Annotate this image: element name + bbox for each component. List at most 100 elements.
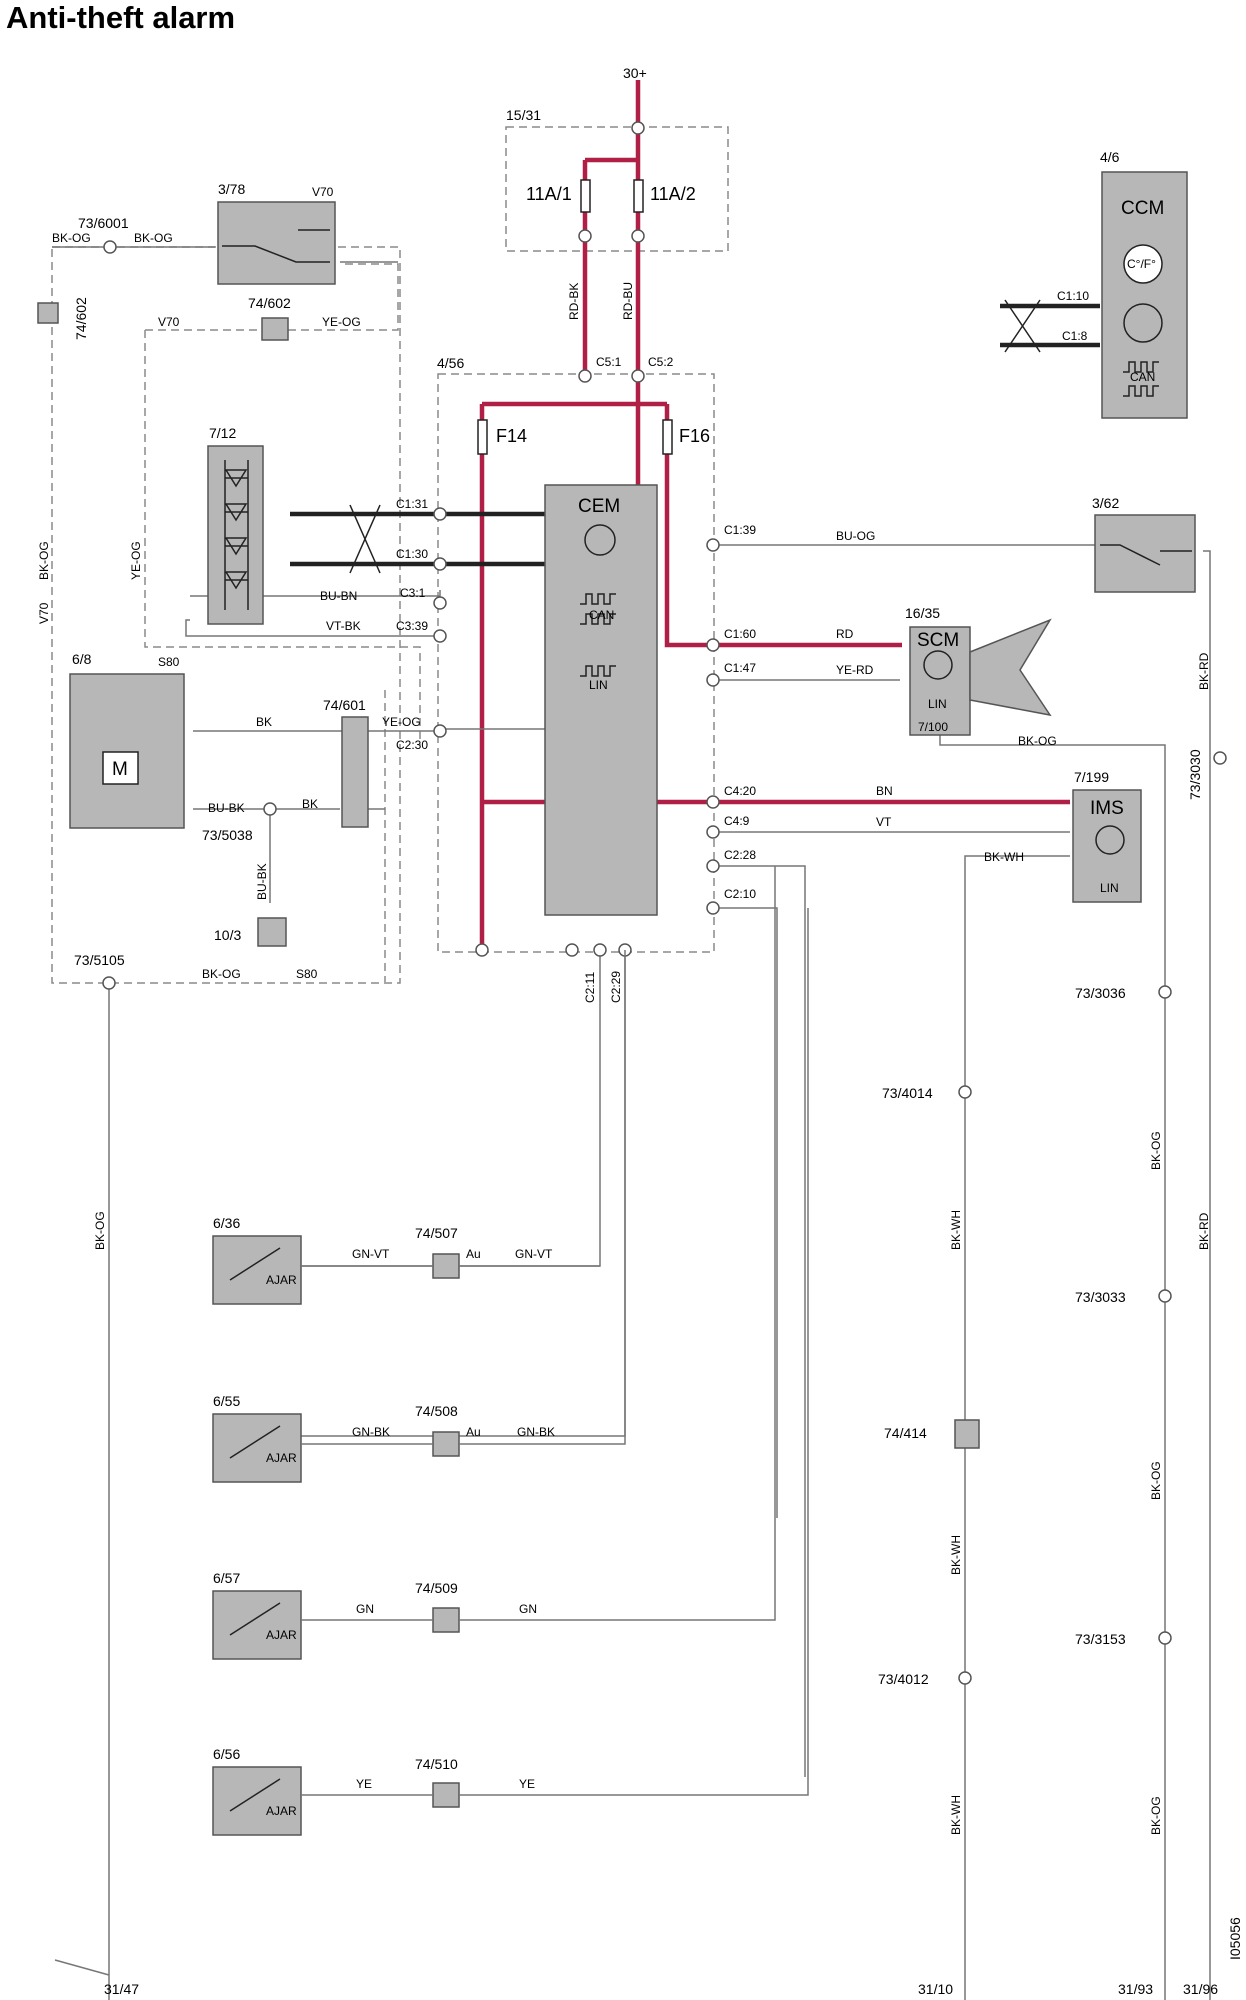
ground-31-47: 31/47 bbox=[104, 1981, 139, 1997]
fusebox-id: 15/31 bbox=[506, 107, 541, 123]
figure-id: I05056 bbox=[1227, 1917, 1243, 1960]
wire-bkrd-lower-label: BK-RD bbox=[1197, 1212, 1211, 1250]
connector-508-pin bbox=[432, 1431, 460, 1457]
ccm-can-label: CAN bbox=[1130, 370, 1155, 384]
fusebox-supply-node bbox=[631, 121, 645, 135]
fuse-f16-label: F16 bbox=[679, 426, 710, 446]
door-switch-2: 6/55 AJAR bbox=[212, 1393, 302, 1483]
scm-id: 16/35 bbox=[905, 605, 940, 621]
ccm-unit-label: C°/F° bbox=[1127, 257, 1156, 271]
motor-module bbox=[69, 673, 185, 829]
wire-bn-label: BN bbox=[876, 784, 893, 798]
wire-v70-top-label: V70 bbox=[158, 315, 180, 329]
connector-414-pin bbox=[954, 1419, 980, 1449]
ground-31-93: 31/93 bbox=[1118, 1981, 1153, 1997]
fuse-11a2-pin2 bbox=[631, 229, 645, 243]
ccm-temp-icon bbox=[1123, 244, 1163, 284]
v70-ye-og-outline bbox=[144, 330, 421, 745]
wire-ye-a-label: YE bbox=[356, 1777, 372, 1791]
can-wire-cem bbox=[290, 511, 545, 567]
wire-vtbk-label: VT-BK bbox=[326, 619, 361, 633]
cem-pin-c31: C3:1 bbox=[400, 586, 426, 600]
scm-transistor-icon bbox=[923, 650, 953, 680]
v70-top-outline bbox=[145, 263, 399, 331]
cem-pin-c51 bbox=[578, 369, 592, 383]
wire-rdbk-label: RD-BK bbox=[567, 283, 581, 320]
ccm-pin-c110: C1:10 bbox=[1057, 289, 1089, 303]
splice-5038 bbox=[263, 802, 277, 816]
connector-602-side: 74/602 bbox=[73, 297, 89, 340]
cem-pin-c420: C4:20 bbox=[724, 784, 756, 798]
wire-yerd-label: YE-RD bbox=[836, 663, 874, 677]
page-title: Anti-theft alarm bbox=[6, 0, 236, 35]
cem-pin-c230: C2:30 bbox=[396, 738, 428, 752]
connector-602-pin bbox=[37, 302, 59, 324]
ims-module bbox=[1072, 789, 1142, 903]
wire-bkog-left-label: BK-OG bbox=[37, 541, 51, 580]
ims-id: 7/199 bbox=[1074, 769, 1109, 785]
splice-4014 bbox=[958, 1085, 972, 1099]
connector-602-label: 74/602 bbox=[248, 295, 291, 311]
wire-yeog-601-label: YE-OG bbox=[382, 715, 421, 729]
connector-508-label: 74/508 bbox=[415, 1403, 458, 1419]
door-switch-3-ajar: AJAR bbox=[266, 1628, 297, 1642]
fusebox-outline bbox=[505, 126, 729, 252]
wire-bkwh-r1-label: BK-WH bbox=[949, 1210, 963, 1250]
wire-ye-b-label: YE bbox=[519, 1777, 535, 1791]
splice-3036 bbox=[1158, 985, 1172, 999]
door-wires bbox=[301, 866, 809, 1796]
wire-bkog-r2-label: BK-OG bbox=[1149, 1461, 1163, 1500]
wire-gnbk-b-label: GN-BK bbox=[517, 1425, 555, 1439]
fuse-11a2-label: 11A/2 bbox=[650, 184, 696, 204]
cem-pin-c52-label: C5:2 bbox=[648, 355, 674, 369]
wire-vt-label: VT bbox=[876, 815, 892, 829]
sw362-id: 3/62 bbox=[1092, 495, 1119, 511]
splice-3153 bbox=[1158, 1631, 1172, 1645]
wire-bubn-label: BU-BN bbox=[320, 589, 357, 603]
can-twist-cem bbox=[349, 504, 381, 574]
wire-s80-label: S80 bbox=[296, 967, 318, 981]
cem-module bbox=[544, 484, 658, 916]
wire-bkwh-ims-label: BK-WH bbox=[984, 850, 1024, 864]
cem-lin-label: LIN bbox=[589, 678, 608, 692]
ccm-pin-c18: C1:8 bbox=[1062, 329, 1088, 343]
wire-rd-label: RD bbox=[836, 627, 854, 641]
splice-4012 bbox=[958, 1671, 972, 1685]
ccm-can-icon bbox=[1123, 361, 1159, 397]
ccm-module bbox=[1101, 171, 1188, 419]
ims-name: IMS bbox=[1090, 798, 1124, 819]
splice-3030 bbox=[1213, 751, 1227, 765]
wire-bubk-motor-label: BU-BK bbox=[208, 801, 245, 815]
sw378-variant: V70 bbox=[312, 185, 334, 199]
wire-au-508-label: Au bbox=[466, 1425, 481, 1439]
ccm-transistor-icon bbox=[1123, 303, 1163, 343]
wire-bk-601-label: BK bbox=[302, 797, 318, 811]
cem-pin-c131: C1:31 bbox=[396, 497, 428, 511]
cem-pin-c147: C1:47 bbox=[724, 661, 756, 675]
wire-gnvt-b-label: GN-VT bbox=[515, 1247, 553, 1261]
splice-5105-label: 73/5105 bbox=[74, 952, 125, 968]
connector-509-pin bbox=[432, 1607, 460, 1633]
door-switch-2-ajar: AJAR bbox=[266, 1451, 297, 1465]
cem-pin-c49: C4:9 bbox=[724, 814, 750, 828]
splice-4014-label: 73/4014 bbox=[882, 1085, 933, 1101]
fuse-f16 bbox=[662, 419, 673, 455]
scm-module bbox=[909, 626, 971, 736]
ccm-id: 4/6 bbox=[1100, 149, 1120, 165]
door-switch-4: 6/56 AJAR bbox=[212, 1746, 302, 1836]
wire-yeog-602-label: YE-OG bbox=[322, 315, 361, 329]
connector-510-pin bbox=[432, 1782, 460, 1808]
cem-pin-c52 bbox=[631, 369, 645, 383]
connector-510-label: 74/510 bbox=[415, 1756, 458, 1772]
splice-3033 bbox=[1158, 1289, 1172, 1303]
wire-bkog-vert-label: BK-OG bbox=[93, 1211, 107, 1250]
wire-yeog-left-label: YE-OG bbox=[129, 541, 143, 580]
door-switch-1-ajar: AJAR bbox=[266, 1273, 297, 1287]
cem-can-label: CAN bbox=[589, 608, 614, 622]
splice-5038-label: 73/5038 bbox=[202, 827, 253, 843]
cem-can-icon bbox=[580, 593, 616, 625]
ground-31-96: 31/96 bbox=[1183, 1981, 1218, 1997]
wire-gn-b-label: GN bbox=[519, 1602, 537, 1616]
fuse-11a1 bbox=[580, 179, 591, 213]
sw362-switch-icon bbox=[1100, 544, 1192, 566]
